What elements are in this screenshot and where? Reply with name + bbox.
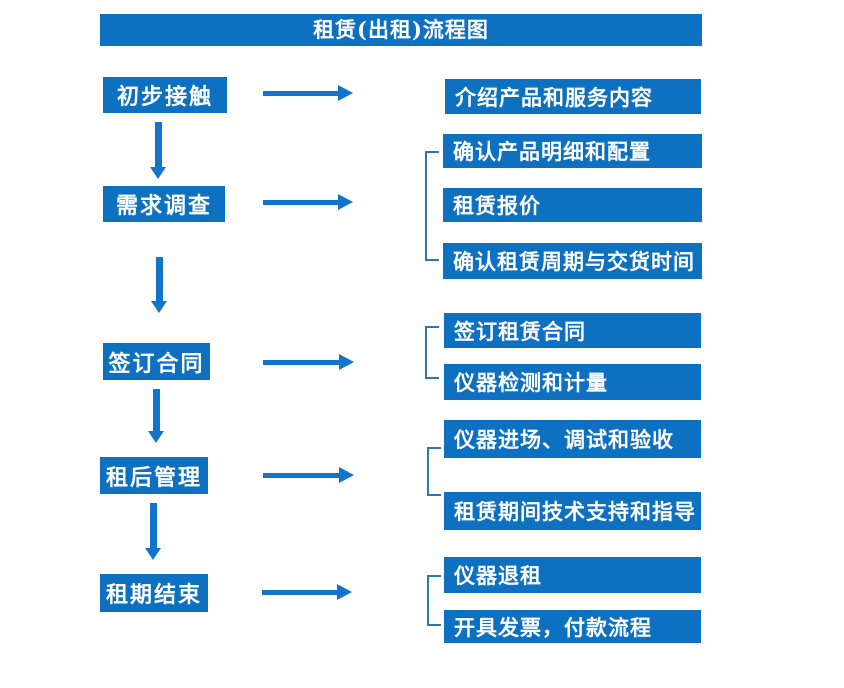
flowchart-title: 租赁(出租)流程图: [100, 14, 702, 46]
stage-sign-contract: 签订合同: [103, 343, 210, 380]
stage-demand-survey: 需求调查: [103, 186, 225, 222]
stage-post-rental-management: 租后管理: [100, 457, 208, 494]
bracket-connector: [425, 151, 439, 261]
flow-arrow-down-icon: [148, 389, 164, 443]
output-instrument-return: 仪器退租: [444, 557, 701, 593]
flow-arrow-down-icon: [150, 122, 166, 179]
output-introduce-products-services: 介绍产品和服务内容: [445, 79, 701, 114]
output-invoice-payment-process: 开具发票，付款流程: [444, 610, 701, 643]
output-technical-support-guidance: 租赁期间技术支持和指导: [444, 492, 701, 530]
bracket-connector: [427, 447, 441, 496]
output-instrument-testing-metering: 仪器检测和计量: [444, 364, 701, 400]
bracket-connector: [427, 575, 441, 626]
output-confirm-rental-period-delivery: 确认租赁周期与交货时间: [443, 243, 702, 279]
flow-arrow-right-icon: [263, 467, 354, 483]
flow-arrow-down-icon: [145, 503, 161, 560]
flow-arrow-right-icon: [262, 584, 352, 600]
flow-arrow-right-icon: [263, 194, 353, 210]
output-confirm-product-details: 确认产品明细和配置: [443, 134, 702, 168]
bracket-connector: [425, 326, 439, 379]
output-rental-quotation: 租赁报价: [443, 188, 702, 222]
output-sign-rental-contract: 签订租赁合同: [444, 313, 701, 348]
stage-rental-end: 租期结束: [100, 574, 208, 612]
flow-arrow-right-icon: [263, 354, 354, 370]
flow-arrow-right-icon: [263, 85, 353, 101]
flow-arrow-down-icon: [151, 257, 167, 313]
output-instrument-entry-debug-acceptance: 仪器进场、调试和验收: [444, 420, 701, 458]
stage-initial-contact: 初步接触: [103, 77, 227, 113]
